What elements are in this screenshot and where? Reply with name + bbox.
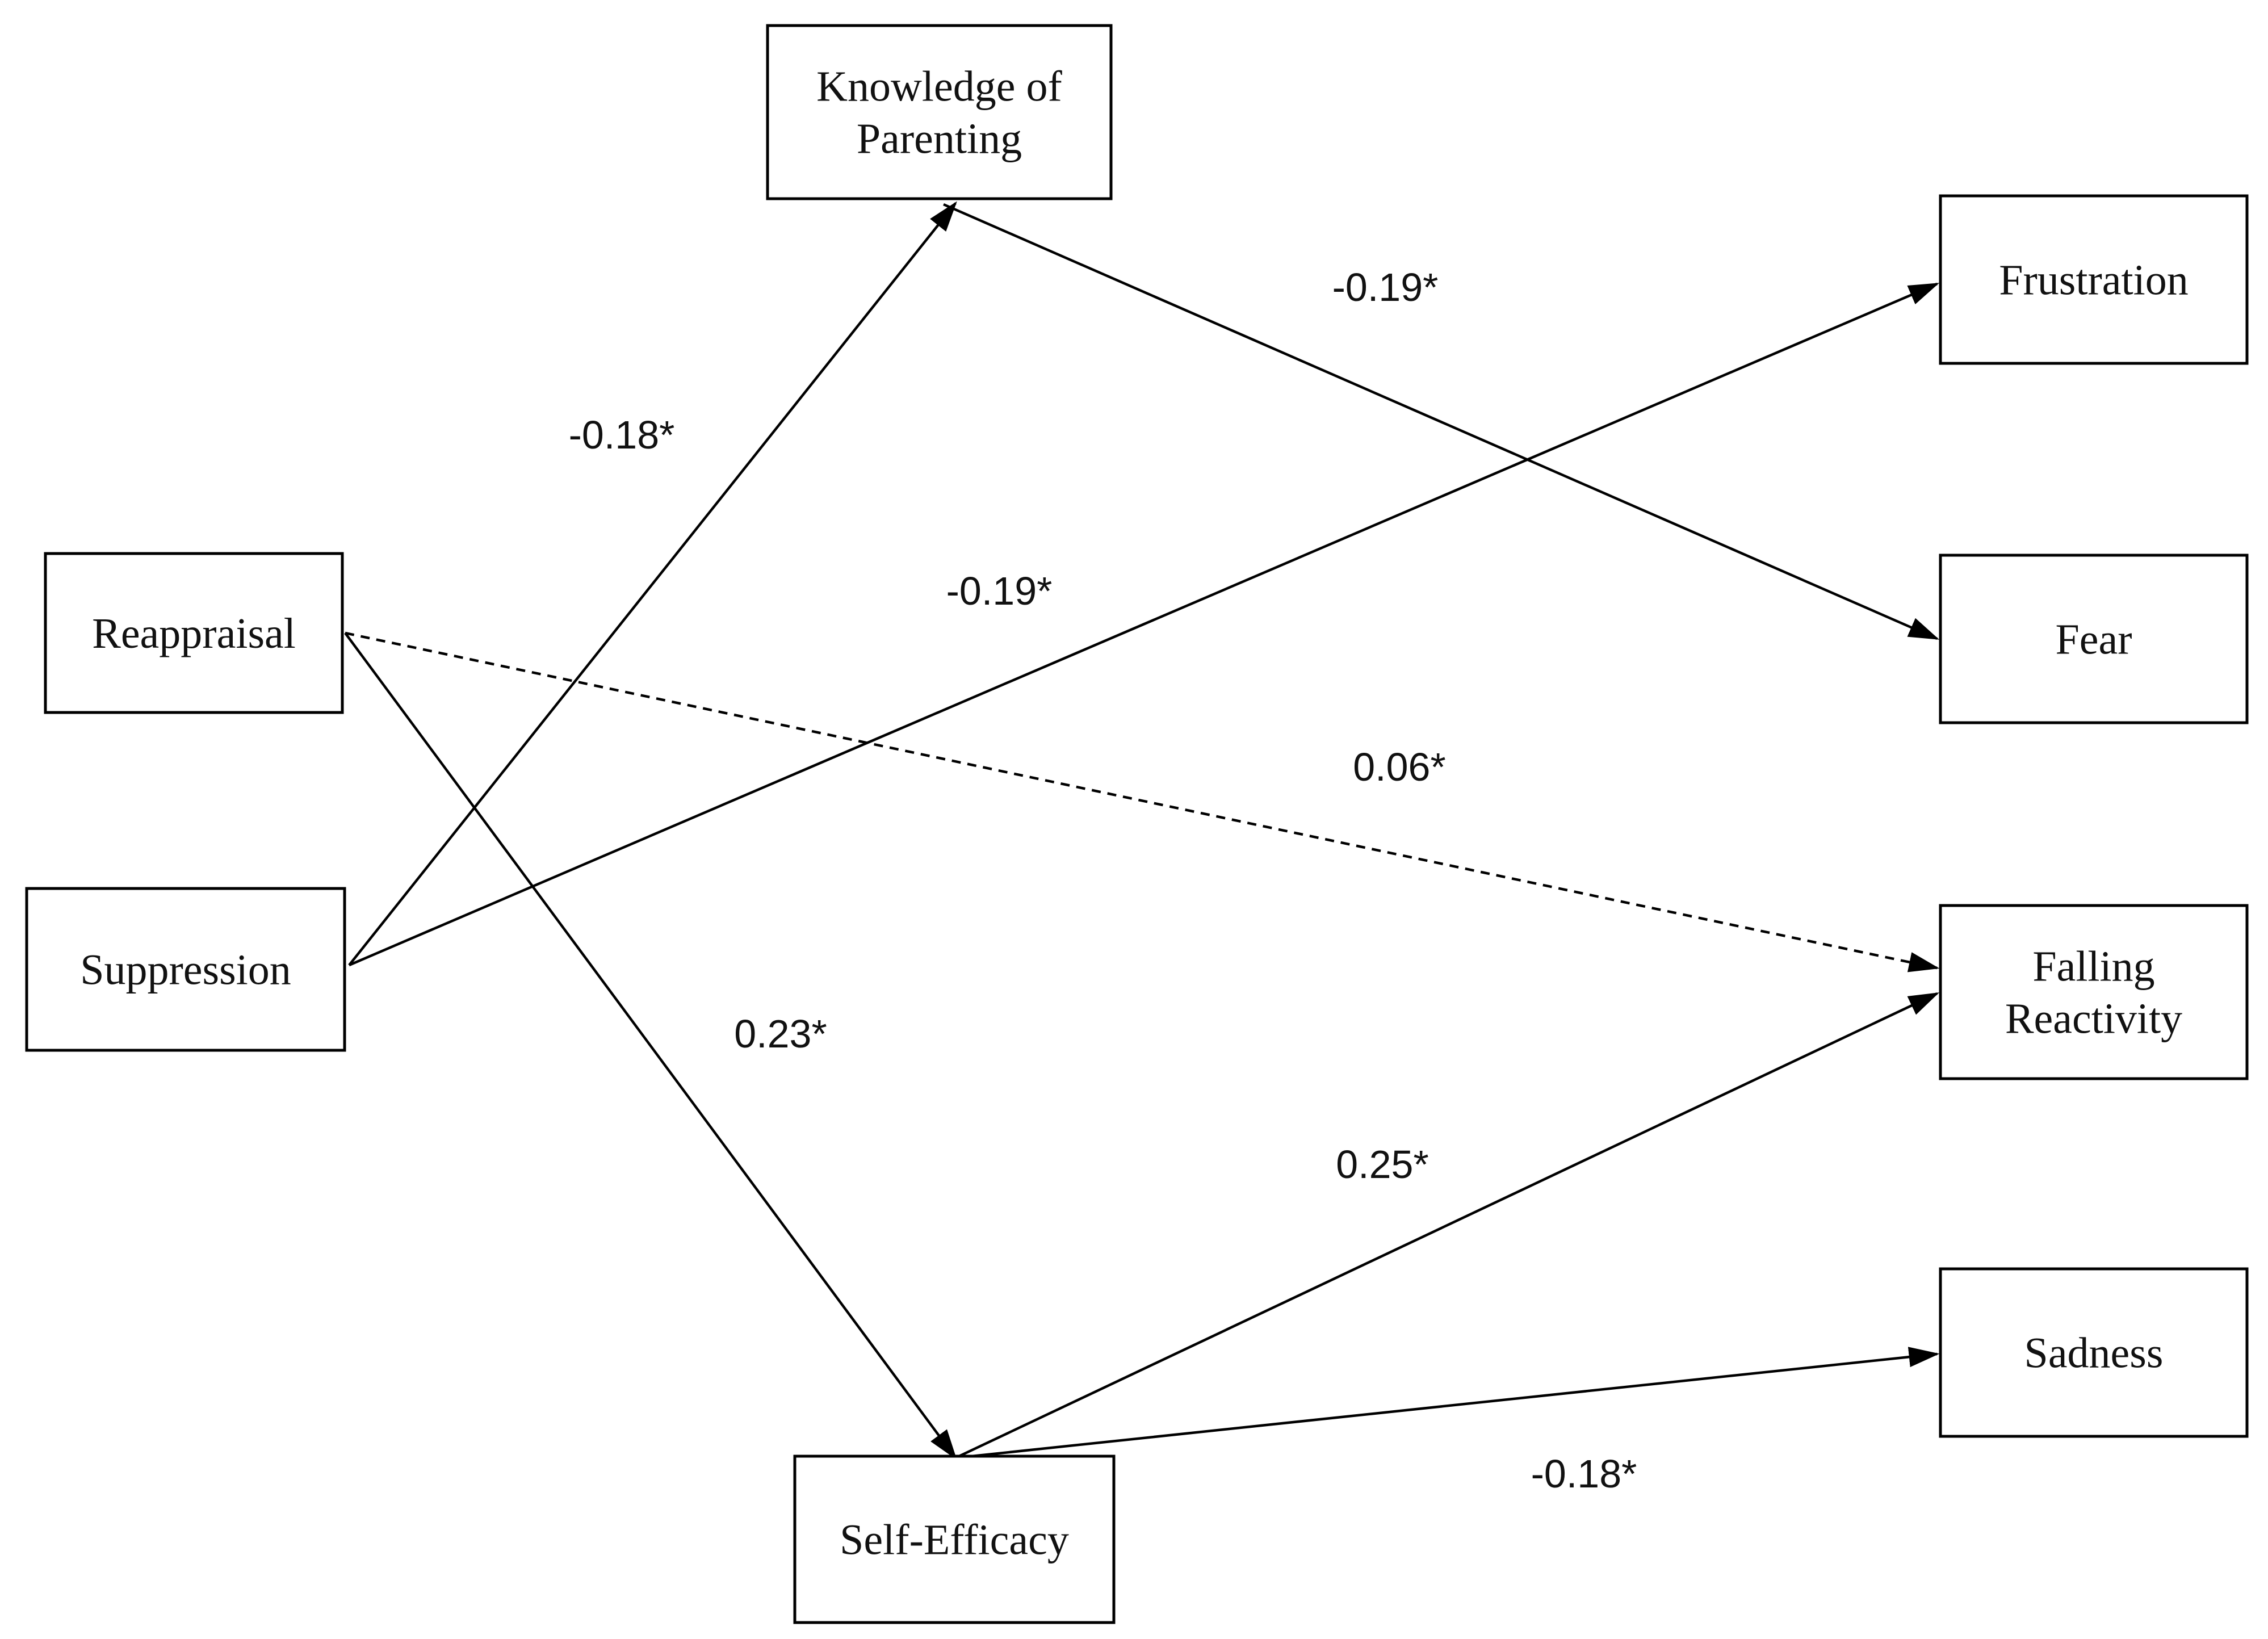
path-coefficient-suppression-to-knowledge: -0.18* (569, 413, 675, 457)
node-box-knowledge (766, 24, 1113, 200)
node-label-falling-reactivity-line-2: Reactivity (2005, 995, 2182, 1043)
node-sadness: Sadness (1939, 1267, 2249, 1438)
path-arrow-reappraisal-to-falling-reactivity (345, 631, 1940, 972)
path-coefficient-reappraisal-to-falling-reactivity: 0.06* (1353, 745, 1445, 789)
node-label-sadness-line-1: Sadness (2024, 1330, 2164, 1377)
node-suppression: Suppression (25, 887, 346, 1052)
node-label-fear-line-1: Fear (2055, 616, 2132, 664)
node-self-efficacy: Self-Efficacy (793, 1454, 1116, 1624)
node-box-suppression (25, 887, 346, 1052)
path-arrow-knowledge-to-fear (943, 203, 1940, 640)
node-box-frustration (1939, 194, 2249, 365)
node-label-knowledge-line-2: Parenting (857, 115, 1022, 163)
node-label-falling-reactivity-line-1: Falling (2032, 943, 2154, 991)
node-box-reappraisal (44, 552, 344, 714)
node-box-falling-reactivity (1939, 904, 2249, 1080)
node-fear: Fear (1939, 554, 2249, 724)
path-arrow-self-efficacy-to-falling-reactivity (955, 992, 1940, 1460)
node-label-knowledge-line-1: Knowledge of (816, 63, 1062, 111)
path-coefficient-knowledge-to-fear: -0.19* (1332, 265, 1439, 309)
node-label-suppression-line-1: Suppression (80, 946, 291, 994)
node-box-fear (1939, 554, 2249, 724)
path-arrow-self-efficacy-to-sadness (955, 1347, 1940, 1460)
edges-layer (344, 201, 1940, 1460)
path-arrow-reappraisal-to-self-efficacy (344, 632, 957, 1460)
path-coefficient-suppression-to-frustration: -0.19* (946, 569, 1053, 613)
node-box-sadness (1939, 1267, 2249, 1438)
path-coefficient-self-efficacy-to-sadness: -0.18* (1531, 1452, 1637, 1496)
nodes-layer: Knowledge ofParentingReappraisalSuppress… (25, 24, 2249, 1624)
path-coefficient-reappraisal-to-self-efficacy: 0.23* (734, 1012, 827, 1056)
path-arrow-suppression-to-frustration (349, 282, 1940, 967)
node-label-self-efficacy-line-1: Self-Efficacy (840, 1516, 1069, 1564)
node-label-reappraisal-line-1: Reappraisal (92, 610, 296, 657)
node-label-frustration-line-1: Frustration (1999, 257, 2189, 304)
node-box-self-efficacy (793, 1454, 1116, 1624)
path-coefficient-self-efficacy-to-falling-reactivity: 0.25* (1336, 1142, 1428, 1187)
node-reappraisal: Reappraisal (44, 552, 344, 714)
node-frustration: Frustration (1939, 194, 2249, 365)
coefficients-layer: -0.18* -0.19* -0.19* 0.06* 0.23* 0.25* -0.18* (569, 265, 1637, 1496)
path-arrow-suppression-to-knowledge (348, 201, 957, 966)
